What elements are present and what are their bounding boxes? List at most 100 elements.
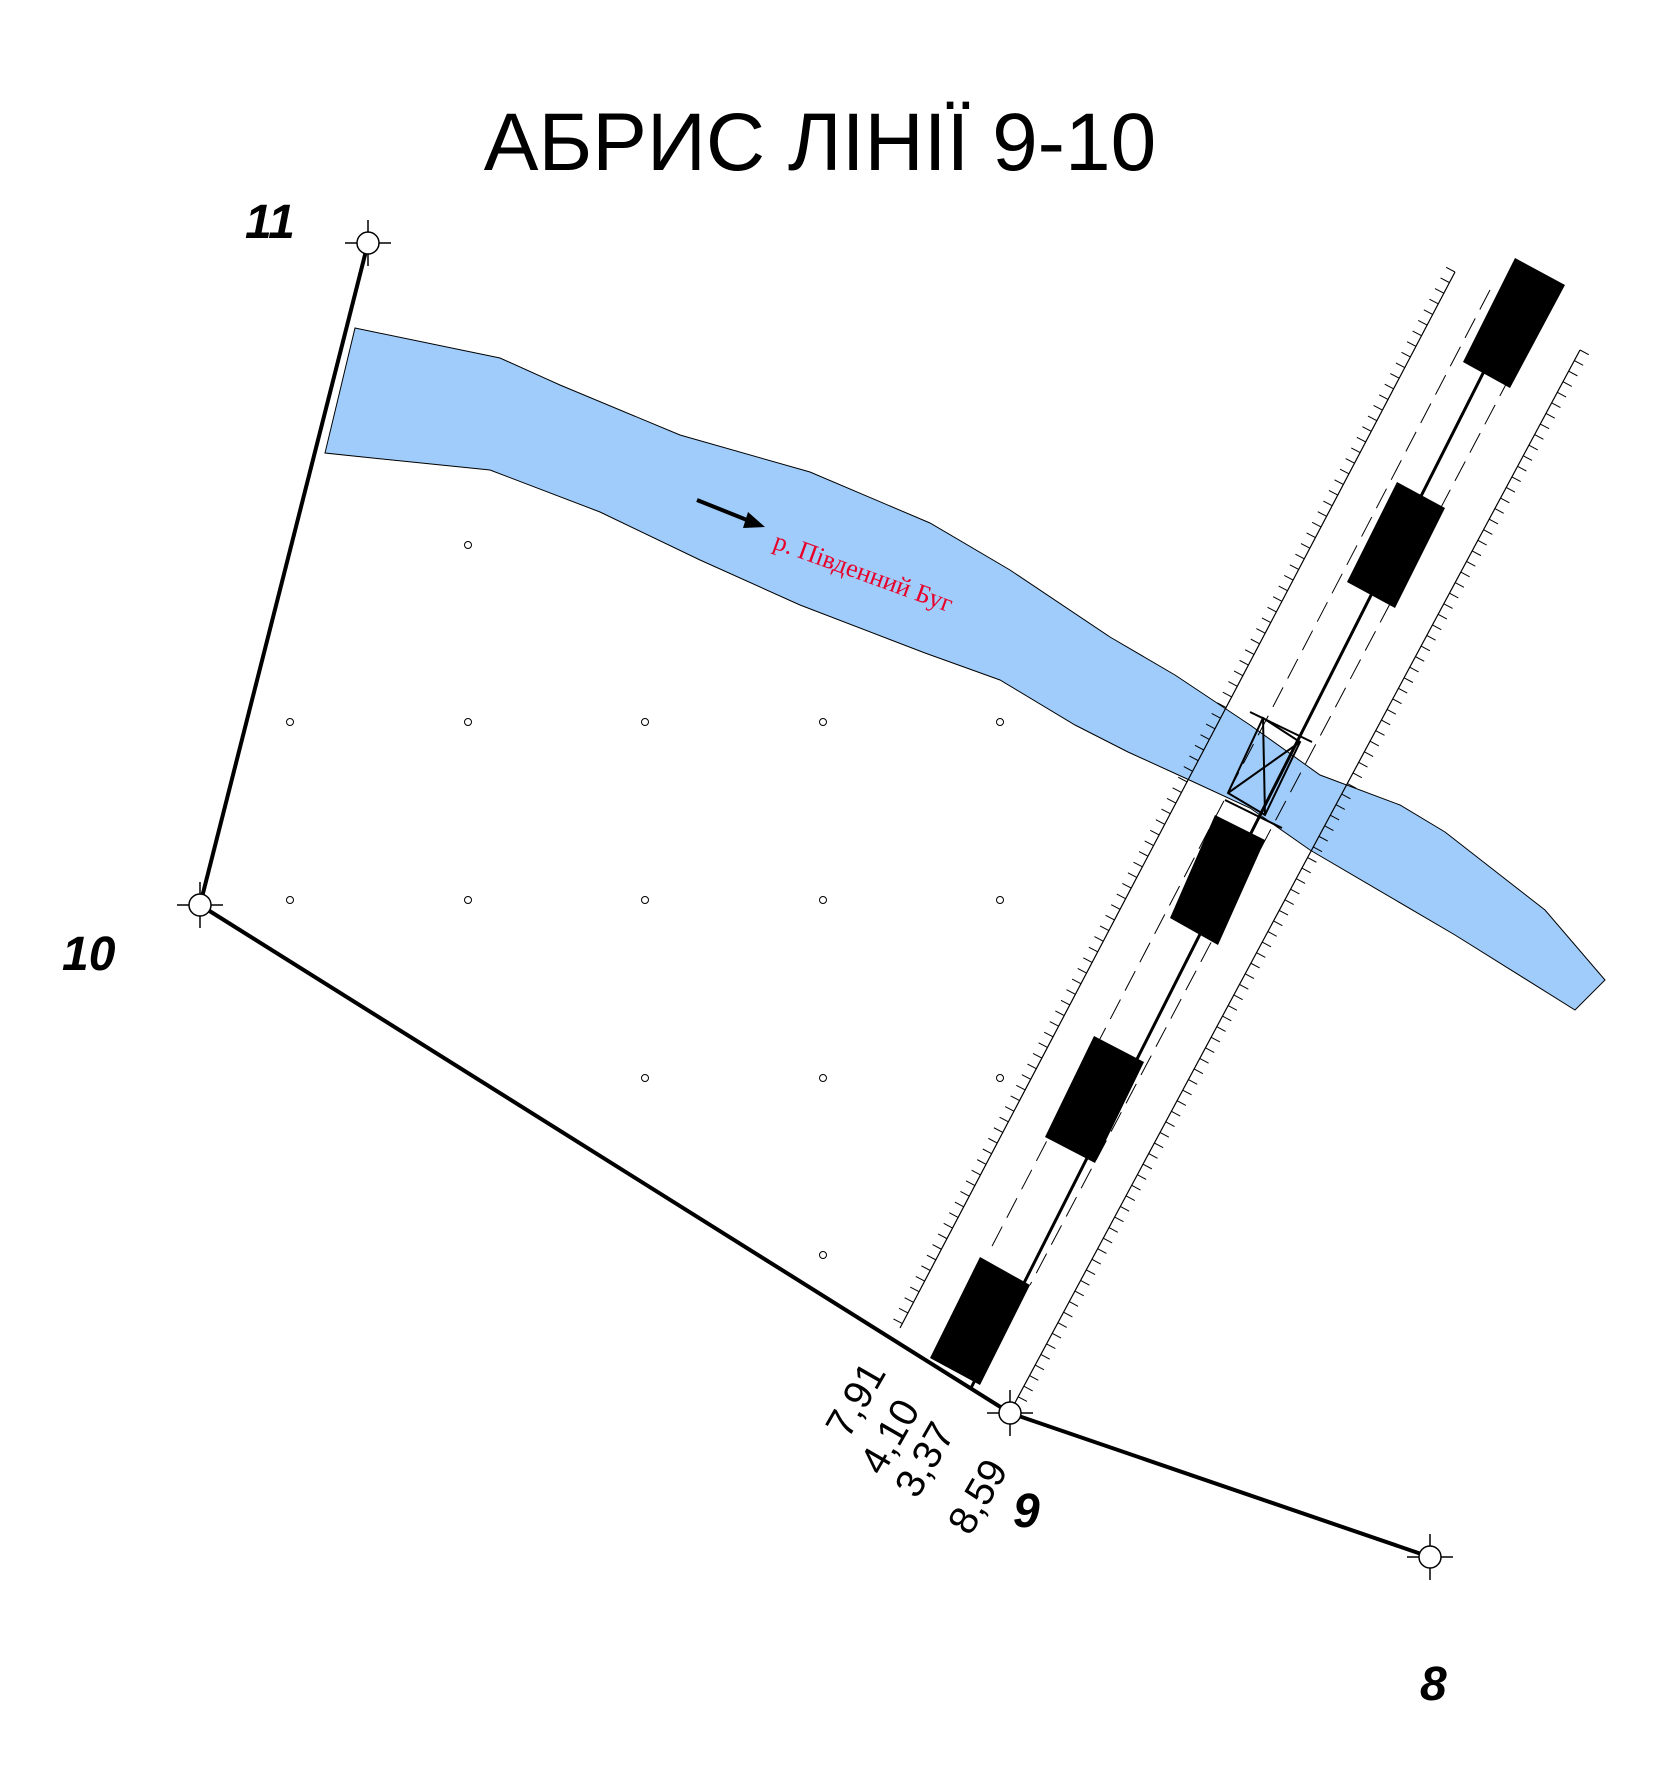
- embankment-tick: [1051, 1332, 1062, 1339]
- line-9-8: [1009, 1411, 1431, 1559]
- embankment-tick: [915, 1276, 925, 1282]
- embankment-tick: [1289, 564, 1299, 570]
- embankment-tick: [1083, 957, 1093, 963]
- embankment-tick: [1122, 882, 1132, 889]
- embankment-tick: [1313, 846, 1323, 853]
- embankment-tick: [1177, 776, 1188, 783]
- embankment-tick: [960, 1191, 970, 1197]
- embankment-tick: [1311, 521, 1322, 528]
- embankment-tick: [1217, 702, 1227, 708]
- embankment-tick: [954, 1201, 964, 1208]
- embankment-tick: [1386, 709, 1397, 715]
- embankment-tick: [1049, 1021, 1059, 1027]
- embankment-tick: [1159, 1131, 1170, 1138]
- embankment-tick: [904, 1297, 914, 1303]
- embankment-tick: [1511, 476, 1521, 483]
- embankment-tick: [1466, 561, 1476, 567]
- embankment-tick: [1133, 861, 1143, 868]
- embankment-tick: [1228, 681, 1238, 687]
- embankment-tick: [971, 1169, 981, 1176]
- embankment-tick: [893, 1318, 903, 1325]
- embankment-tick: [1290, 888, 1300, 895]
- embankment-tick: [1080, 1280, 1090, 1286]
- embankment-tick: [1205, 723, 1216, 730]
- embankment-tick: [1125, 1195, 1136, 1202]
- embankment-tick: [1345, 458, 1355, 464]
- embankment-tick: [1091, 1258, 1102, 1265]
- embankment-tick: [1418, 320, 1428, 326]
- embankment-tick: [1211, 713, 1221, 719]
- embankment-tick: [1409, 666, 1419, 673]
- embankment-tick: [1449, 592, 1459, 599]
- embankment-tick: [1176, 1100, 1187, 1106]
- embankment-tick: [1017, 1396, 1028, 1402]
- embankment-tick: [1043, 1031, 1054, 1038]
- embankment-tick: [1193, 1068, 1204, 1075]
- rail-segments: [930, 258, 1565, 1385]
- station-10-marker: [177, 882, 223, 928]
- embankment-tick: [1166, 798, 1177, 804]
- embankment-tick: [1324, 825, 1334, 831]
- embankment-tick: [1138, 851, 1149, 857]
- embankment-tick: [1094, 936, 1104, 942]
- embankment-tick: [1335, 804, 1346, 810]
- embankment-tick: [988, 1137, 998, 1144]
- embankment-tick: [1471, 550, 1482, 557]
- embankment-tick: [1362, 426, 1372, 432]
- embankment-tick: [1188, 1079, 1198, 1085]
- embankment-tick: [1301, 867, 1311, 874]
- embankment-tick: [1306, 532, 1316, 538]
- embankment-tick: [1568, 370, 1578, 377]
- embankment-tick: [1144, 840, 1154, 847]
- embankment-tick: [1347, 783, 1357, 789]
- embankment-tick: [1244, 973, 1255, 979]
- embankment-tick: [1155, 819, 1165, 825]
- embankment-tick: [1267, 606, 1277, 613]
- embankment-tick: [1088, 946, 1098, 953]
- embankment-tick: [1284, 574, 1294, 581]
- label-point-9: 9: [1013, 1485, 1040, 1538]
- embankment-tick: [1432, 624, 1442, 631]
- embankment-tick: [1267, 931, 1277, 937]
- embankment-tick: [1323, 500, 1333, 507]
- station-8-marker: [1407, 1534, 1453, 1580]
- embankment-tick: [1307, 857, 1317, 863]
- embankment-tick: [1057, 1322, 1067, 1328]
- embankment-tick: [1222, 691, 1232, 698]
- embankment-tick: [1296, 878, 1306, 884]
- embankment-tick: [949, 1212, 959, 1218]
- map-title: АБРИС ЛІНІЇ 9-10: [484, 97, 1156, 188]
- embankment-tick: [1148, 1153, 1158, 1159]
- embankment-tick: [1055, 1010, 1065, 1017]
- embankment-tick: [1063, 1311, 1073, 1318]
- embankment-tick: [1395, 362, 1405, 369]
- embankment-tick: [898, 1307, 909, 1314]
- embankment-tick: [1216, 1026, 1226, 1032]
- embankment-tick: [1574, 360, 1584, 366]
- label-point-8: 8: [1420, 1658, 1447, 1711]
- embankment-tick: [1328, 489, 1338, 496]
- embankment-tick: [1182, 1089, 1192, 1096]
- embankment-tick: [1500, 497, 1510, 504]
- embankment-tick: [1250, 638, 1260, 645]
- embankment-tick: [1116, 893, 1126, 900]
- embankment-tick: [1358, 761, 1368, 768]
- embankment-tick: [1488, 518, 1499, 525]
- embankment-tick: [1127, 872, 1138, 878]
- embankment-tick: [1027, 1063, 1037, 1070]
- embankment-tick: [1545, 412, 1555, 419]
- embankment-tick: [993, 1127, 1004, 1133]
- embankment-tick: [976, 1159, 987, 1165]
- embankment-tick: [1239, 983, 1249, 990]
- embankment-tick: [921, 1265, 931, 1271]
- station-markers: [177, 220, 1453, 1580]
- embankment-tick: [1477, 539, 1487, 546]
- embankment-tick: [1010, 1095, 1020, 1101]
- embankment-tick: [1523, 455, 1533, 461]
- embankment-tick: [1142, 1163, 1153, 1170]
- embankment-tick: [1534, 434, 1544, 440]
- embankment-tick: [1562, 381, 1573, 387]
- embankment-tick: [1227, 1005, 1238, 1011]
- embankment-tick: [1369, 740, 1380, 747]
